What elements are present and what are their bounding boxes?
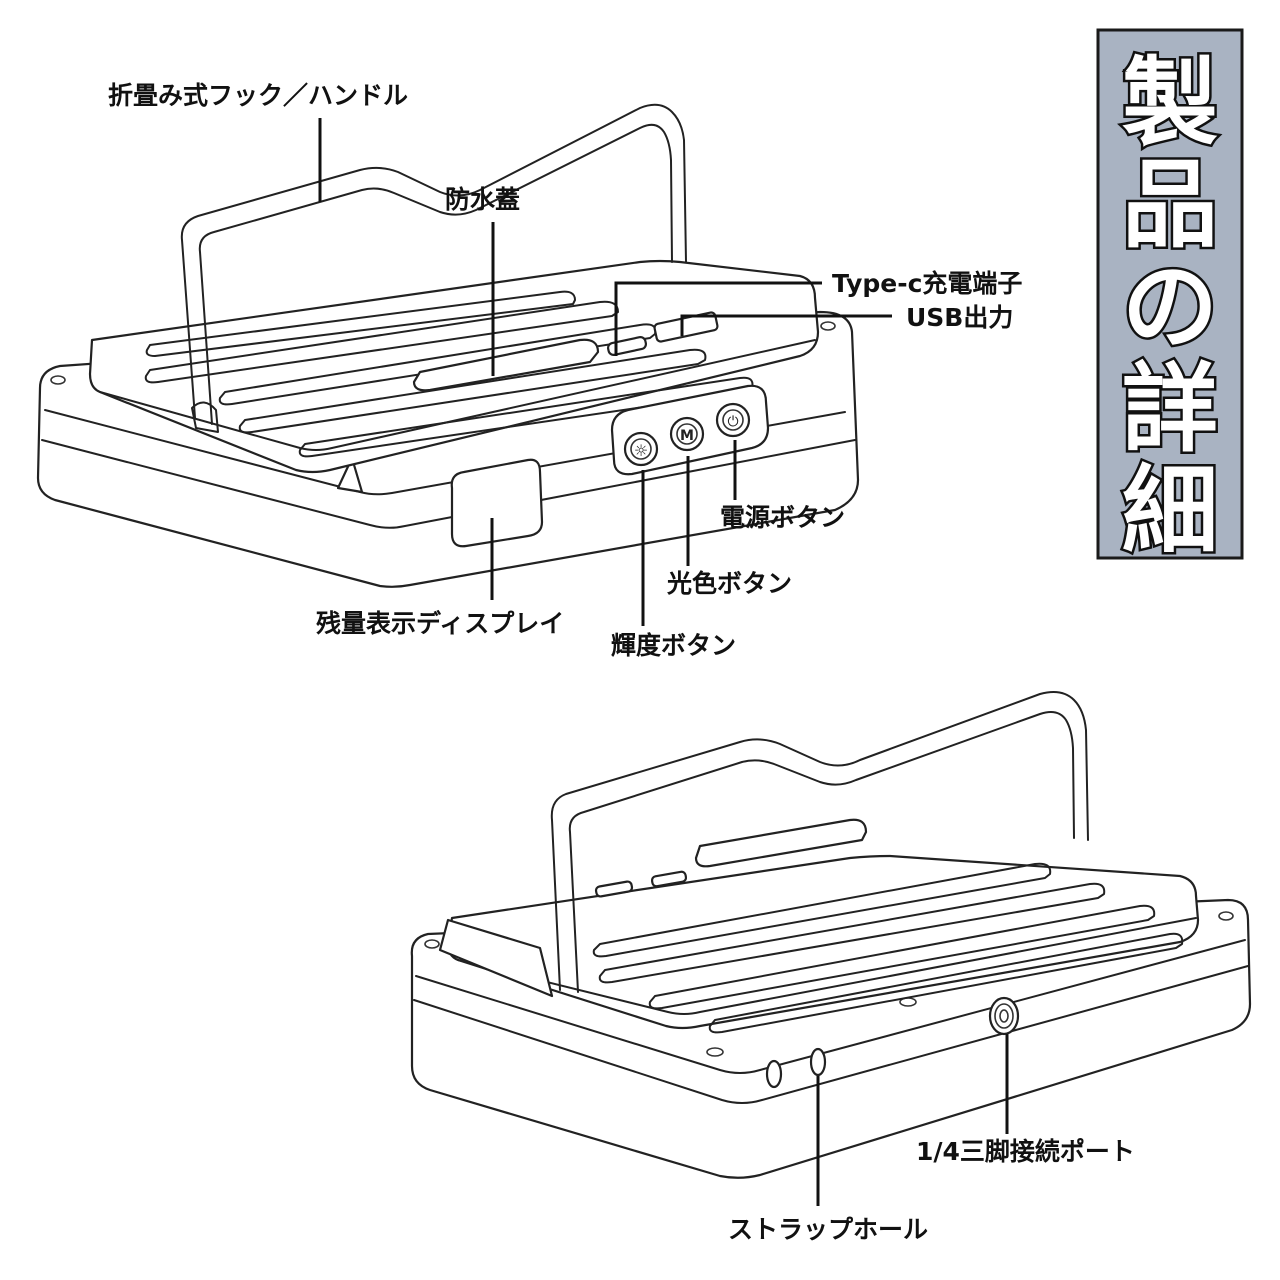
label-color: 光色ボタン — [666, 569, 792, 598]
title-char-4: 詳 — [1122, 353, 1218, 465]
tripod-socket-outer — [988, 996, 1020, 1036]
label-brightness: 輝度ボタン — [611, 631, 736, 660]
rear-ridge-4 — [708, 932, 1184, 1034]
rear-ridge-1 — [592, 862, 1052, 958]
label-strap: ストラップホール — [728, 1215, 928, 1244]
typec-port — [606, 336, 648, 356]
tripod-socket-mid — [994, 1003, 1014, 1029]
tripod-socket — [988, 996, 1020, 1036]
rear-top-plate-edge — [457, 917, 1197, 1015]
power-button-ring — [715, 402, 751, 438]
color-button-inner — [676, 423, 698, 445]
strap-hole-left — [765, 1059, 783, 1089]
handle-inner — [198, 123, 673, 425]
rear-handle-outer — [550, 691, 1089, 991]
title-panel: 製 品 の 詳 細 — [1096, 28, 1244, 570]
strap-hole-right — [809, 1047, 827, 1077]
label-tripod: 1/4三脚接続ポート — [916, 1137, 1135, 1166]
brightness-button-ring — [623, 431, 659, 467]
power-icon: ⏻ — [727, 414, 738, 430]
usb-port — [653, 311, 719, 343]
battery-display — [450, 458, 544, 548]
label-usb: USB出力 — [906, 303, 1013, 332]
label-handle: 折畳み式フック／ハンドル — [108, 81, 408, 110]
rear-handle-inner — [568, 711, 1075, 993]
rear-hole-right — [1218, 911, 1234, 921]
color-button[interactable]: M — [669, 416, 705, 452]
label-power: 電源ボタン — [720, 503, 845, 532]
color-button-ring — [669, 416, 705, 452]
rear-base-lower-rim — [413, 965, 1249, 1104]
tripod-socket-inner — [999, 1009, 1009, 1023]
title-char-1: 製 — [1122, 47, 1218, 159]
label-typec: Type-c充電端子 — [832, 269, 1022, 298]
rear-port-2 — [650, 870, 688, 888]
label-display: 残量表示ディスプレイ — [316, 609, 564, 638]
corner-hole-right — [820, 321, 836, 331]
device-rear-view — [410, 691, 1252, 1179]
rear-cover — [694, 818, 868, 868]
mode-m-icon: M — [680, 428, 694, 444]
rear-hole-bottom — [706, 1047, 724, 1057]
power-button-inner — [722, 409, 744, 431]
top-plate-edge — [99, 339, 816, 451]
leader-lines — [318, 118, 1009, 1206]
label-cover: 防水蓋 — [445, 185, 520, 214]
labels: 折畳み式フック／ハンドル 防水蓋 Type-c充電端子 USB出力 電源ボタン … — [108, 81, 1135, 1244]
ridge-1 — [145, 290, 576, 357]
leader-typec — [614, 281, 822, 356]
strap-holes — [765, 1047, 827, 1089]
waterproof-cover — [412, 338, 600, 392]
ridge-3 — [218, 323, 657, 406]
title-char-3: の — [1122, 251, 1218, 363]
title-char-2: 品 — [1122, 149, 1218, 261]
device-front-view: ☼ M ⏻ — [36, 103, 860, 588]
handle-outer — [180, 103, 687, 419]
handle-hinge — [191, 401, 219, 433]
ridge-2 — [144, 300, 619, 384]
brightness-icon: ☼ — [634, 441, 648, 460]
brightness-button[interactable]: ☼ — [623, 431, 659, 467]
rear-side-tab — [438, 918, 554, 998]
leader-usb — [680, 314, 892, 336]
rear-ridge-2 — [598, 882, 1106, 984]
brightness-button-inner — [630, 438, 652, 460]
ridge-4 — [238, 348, 707, 434]
rear-port-1 — [594, 880, 634, 898]
rear-hole-left — [424, 939, 440, 949]
title-char-5: 細 — [1122, 455, 1218, 567]
corner-hole-left — [50, 375, 66, 385]
rear-base-rim — [415, 939, 1246, 1074]
rear-ridge-3 — [648, 904, 1156, 1010]
base-lower-rim — [41, 439, 856, 529]
foot-spike — [336, 456, 364, 494]
power-button[interactable]: ⏻ — [715, 402, 751, 438]
title-box — [1096, 28, 1244, 560]
